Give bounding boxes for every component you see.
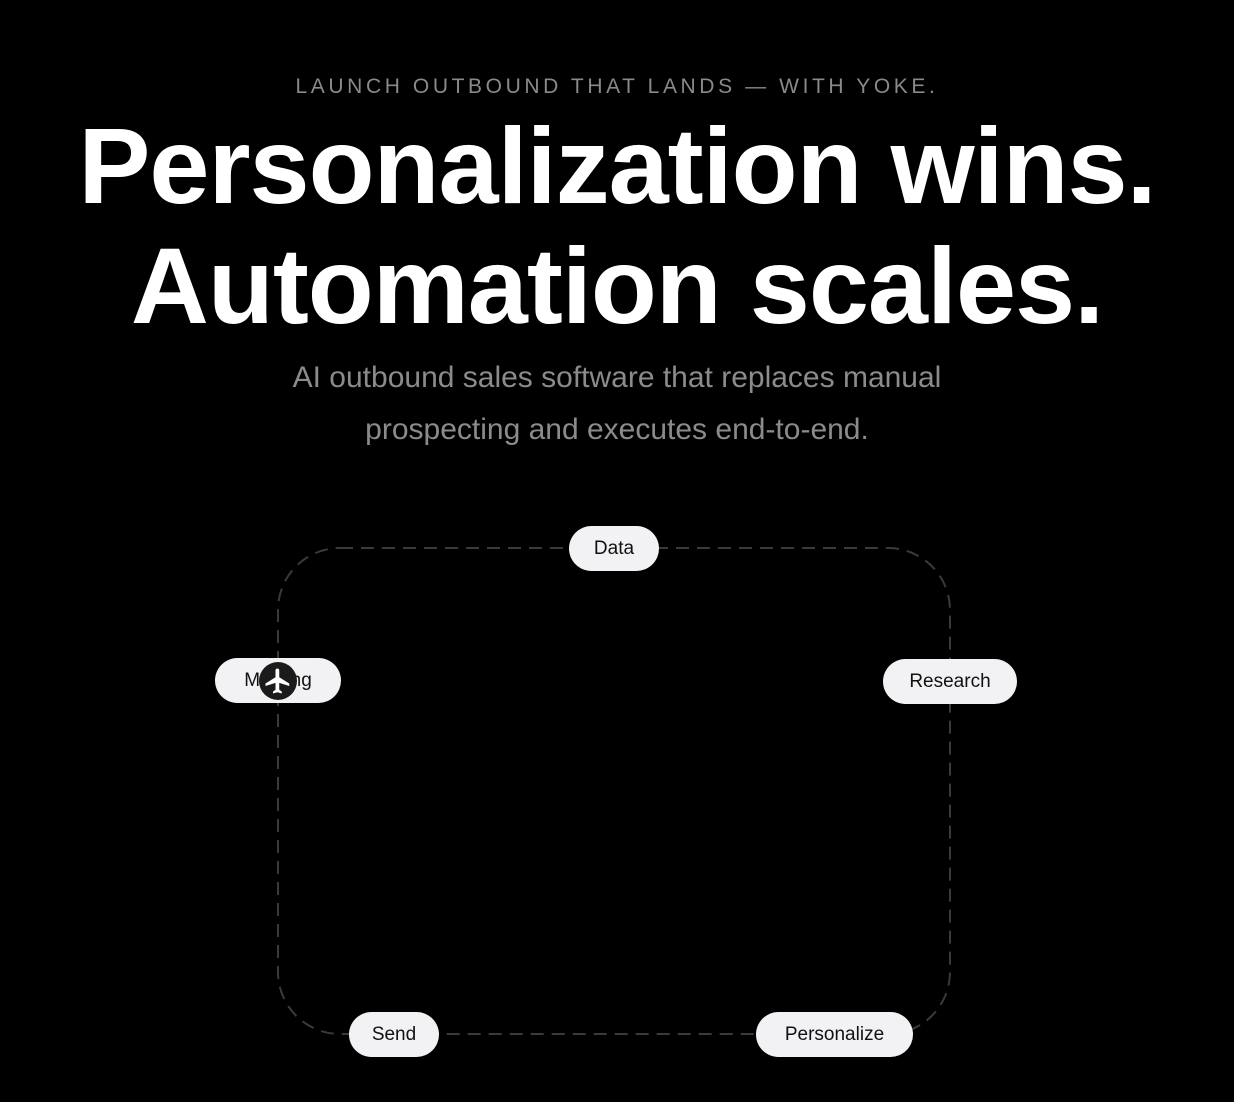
workflow-step-personalize-label: Personalize	[784, 1023, 885, 1045]
hero-eyebrow: LAUNCH OUTBOUND THAT LANDS — WITH YOKE.	[295, 75, 939, 98]
workflow-step-send[interactable]: Send	[349, 1012, 439, 1057]
airplane-icon	[259, 662, 297, 700]
workflow-step-send-label: Send	[371, 1023, 417, 1045]
headline-line-2: Automation scales.	[130, 225, 1104, 346]
hero-headline: Personalization wins. Automation scales.	[0, 106, 1234, 346]
workflow-step-research-label: Research	[909, 670, 991, 692]
workflow-step-research[interactable]: Research	[883, 659, 1017, 704]
headline-line-1: Personalization wins.	[78, 105, 1156, 226]
hero-subtitle: AI outbound sales software that replaces…	[292, 361, 942, 446]
airplane-icon-glyph	[265, 668, 290, 694]
workflow-step-data[interactable]: Data	[569, 526, 659, 571]
workflow-loop-dashed-border	[277, 547, 951, 1035]
workflow-step-data-label: Data	[593, 537, 635, 559]
workflow-step-personalize[interactable]: Personalize	[756, 1012, 913, 1057]
